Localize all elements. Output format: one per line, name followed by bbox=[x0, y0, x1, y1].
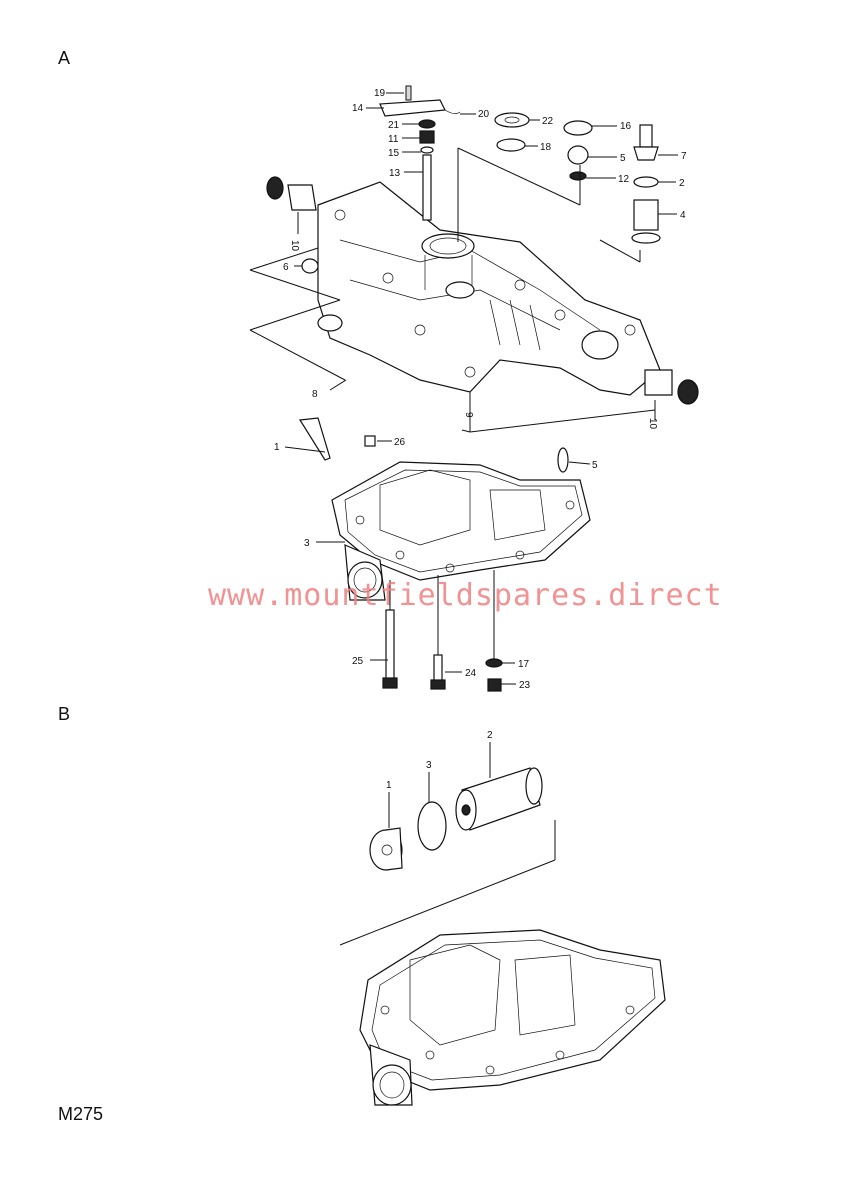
callout-23: 23 bbox=[519, 680, 531, 691]
callout-10-right: 10 bbox=[647, 418, 658, 430]
callout-5-top: 5 bbox=[620, 153, 626, 164]
callout-10-left: 10 bbox=[289, 240, 300, 252]
lower-sump-b bbox=[339, 820, 666, 1106]
upper-housing bbox=[317, 181, 661, 396]
callout-19: 19 bbox=[374, 88, 386, 99]
callout-17: 17 bbox=[518, 659, 530, 670]
callout-5-bottom: 5 bbox=[592, 460, 598, 471]
upper-small-parts bbox=[266, 85, 699, 405]
callout-7: 7 bbox=[681, 151, 687, 162]
callout-6: 6 bbox=[283, 262, 289, 273]
callout-2: 2 bbox=[679, 178, 685, 189]
callout-11: 11 bbox=[388, 134, 399, 145]
callout-18: 18 bbox=[540, 142, 552, 153]
callout-15: 15 bbox=[388, 148, 400, 159]
callout-4: 4 bbox=[680, 210, 686, 221]
callout-b-2: 2 bbox=[487, 730, 493, 741]
lower-sump-guide-lines bbox=[284, 440, 591, 685]
callouts-a: 19 14 20 21 11 15 13 22 18 16 5 7 12 2 4… bbox=[274, 88, 687, 691]
callout-25: 25 bbox=[352, 656, 364, 667]
filter-guide-lines bbox=[388, 742, 491, 828]
callout-3: 3 bbox=[304, 538, 310, 549]
figure-code: M275 bbox=[58, 1104, 104, 1124]
callout-21: 21 bbox=[388, 120, 400, 131]
lower-sump bbox=[298, 417, 591, 692]
callout-22: 22 bbox=[542, 116, 554, 127]
callout-1: 1 bbox=[274, 442, 280, 453]
callout-9: 9 bbox=[463, 412, 474, 418]
callout-b-1: 1 bbox=[386, 780, 392, 791]
filter-parts bbox=[369, 767, 543, 871]
callout-14: 14 bbox=[352, 103, 364, 114]
callout-8: 8 bbox=[312, 389, 318, 400]
callout-13: 13 bbox=[389, 168, 401, 179]
section-a-guide-lines bbox=[249, 92, 678, 433]
section-label-b: B bbox=[58, 704, 71, 724]
callout-26: 26 bbox=[394, 437, 406, 448]
callouts-b: 1 3 2 bbox=[386, 730, 493, 791]
watermark-text: www.mountfieldspares.direct bbox=[208, 578, 723, 613]
callout-20: 20 bbox=[478, 109, 490, 120]
section-label-a: A bbox=[58, 48, 71, 68]
callout-24: 24 bbox=[465, 668, 477, 679]
callout-12: 12 bbox=[618, 174, 630, 185]
callout-b-3: 3 bbox=[426, 760, 432, 771]
callout-16: 16 bbox=[620, 121, 632, 132]
